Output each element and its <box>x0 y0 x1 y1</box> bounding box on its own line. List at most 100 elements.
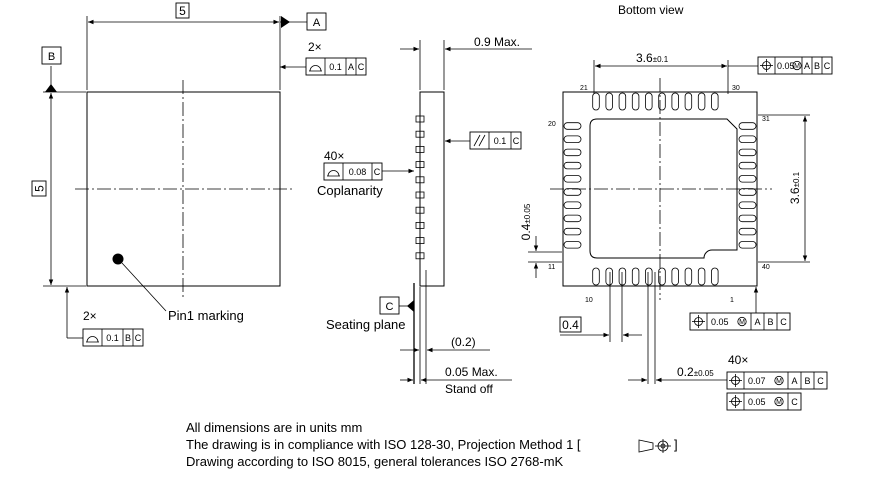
pad-top <box>645 92 653 111</box>
pad-left <box>563 175 582 183</box>
projection-method-icon <box>638 439 671 453</box>
width-dim-value: 5 <box>179 4 186 18</box>
svg-text:1: 1 <box>730 297 734 304</box>
mult-40x-bottom: 40× <box>728 353 748 367</box>
side-lead <box>415 206 425 214</box>
datum-a-box <box>306 12 327 31</box>
svg-text:A: A <box>791 376 797 386</box>
datum-c-box <box>379 296 400 315</box>
pad-right <box>738 175 757 183</box>
top-view: Pin1 marking 5 A 2× 0.1 A C 5 <box>31 2 367 347</box>
position-icon <box>729 374 742 387</box>
position-icon <box>760 59 773 72</box>
datum-c-label: C <box>386 301 394 313</box>
flatness-frame-b: 0.1 B C <box>82 328 144 347</box>
svg-text:B: B <box>814 61 820 71</box>
svg-text:M: M <box>739 319 745 326</box>
pad-top <box>697 92 706 111</box>
pad-bottom <box>631 267 640 286</box>
position-frame-lead-1: 0.07 M A B C <box>726 371 828 390</box>
note-projection-end: ] <box>674 437 678 452</box>
pad-height-dim: 3.6±0.1 <box>788 171 802 204</box>
coplanarity-frame: 0.08 C <box>323 162 383 181</box>
pad-left <box>563 227 582 236</box>
pad-bottom <box>605 267 613 286</box>
exposed-pad <box>589 118 738 259</box>
svg-text:M: M <box>776 399 782 406</box>
pad-right <box>738 188 757 196</box>
side-lead <box>415 252 425 260</box>
perimeter-pads <box>563 92 757 286</box>
svg-text:C: C <box>780 317 787 327</box>
pin1-dot <box>112 253 124 265</box>
svg-text:0.05: 0.05 <box>748 397 766 407</box>
pin1-leader <box>121 262 167 312</box>
svg-text:0.07: 0.07 <box>748 376 766 386</box>
mmc-icon <box>792 60 802 71</box>
pitch-dim-vertical: 0.4±0.05 <box>519 203 533 240</box>
pad-top <box>684 92 693 111</box>
pad-bottom <box>684 267 693 286</box>
pad-top <box>711 92 719 111</box>
svg-text:30: 30 <box>732 85 740 92</box>
pad-bottom <box>592 267 600 286</box>
pad-left <box>563 135 582 143</box>
svg-text:M: M <box>776 378 782 385</box>
side-view: 0.9 Max. 0.1 C 40× 0.08 C Coplanarity C <box>317 35 532 396</box>
pad-bottom <box>697 267 706 286</box>
datum-c-triangle <box>407 300 414 312</box>
side-lead <box>415 176 425 184</box>
pad-bottom <box>671 267 679 286</box>
mmc-icon <box>774 375 784 386</box>
pad-left <box>563 188 582 196</box>
parallelism-frame: 0.1 C <box>469 131 522 150</box>
pad-top <box>592 92 600 111</box>
height-dim-box <box>31 180 47 197</box>
pad-bottom <box>645 267 653 286</box>
svg-text:0.1: 0.1 <box>106 333 119 343</box>
note-iso: Drawing according to ISO 8015, general t… <box>186 454 564 469</box>
svg-text:0.1: 0.1 <box>329 62 342 72</box>
pad-top <box>631 92 640 111</box>
svg-text:A: A <box>348 62 354 72</box>
position-icon <box>692 315 705 328</box>
pitch-basic-box <box>559 316 582 333</box>
pad-left <box>563 122 582 130</box>
datum-b-label: B <box>48 51 55 63</box>
datum-a-label: A <box>313 17 321 29</box>
pin1-label: Pin1 marking <box>168 308 244 323</box>
max-height-label: 0.9 Max. <box>474 35 520 49</box>
svg-text:31: 31 <box>762 116 770 123</box>
bottom-view-title: Bottom view <box>618 3 684 17</box>
svg-text:C: C <box>513 136 520 146</box>
pad-left <box>563 161 582 170</box>
lead-width-dim: 0.2±0.05 <box>677 365 714 379</box>
svg-text:10: 10 <box>585 297 593 304</box>
pad-right <box>738 214 757 223</box>
pad-right <box>738 161 757 170</box>
datum-a-triangle <box>281 16 290 28</box>
height-dim-value: 5 <box>33 185 47 192</box>
pad-right <box>738 241 757 249</box>
svg-text:C: C <box>374 167 381 177</box>
side-lead <box>415 115 425 123</box>
position-frame-lead-2: 0.05 M C <box>726 392 802 411</box>
pad-left <box>563 214 582 223</box>
pad-left <box>563 148 582 157</box>
side-leads <box>415 115 425 260</box>
svg-text:M: M <box>794 63 800 70</box>
svg-text:C: C <box>135 333 142 343</box>
mmc-icon <box>737 316 747 327</box>
pad-top <box>671 92 679 111</box>
svg-text:20: 20 <box>548 121 556 128</box>
pad-right <box>738 201 757 209</box>
parallelism-icon <box>473 134 486 147</box>
svg-text:40: 40 <box>762 264 770 271</box>
profile-surface-icon <box>327 170 340 177</box>
mult-40x-side: 40× <box>324 149 344 163</box>
svg-text:A: A <box>754 317 760 327</box>
side-lead <box>415 221 425 229</box>
pad-right <box>738 135 757 143</box>
pad-top <box>618 92 627 111</box>
